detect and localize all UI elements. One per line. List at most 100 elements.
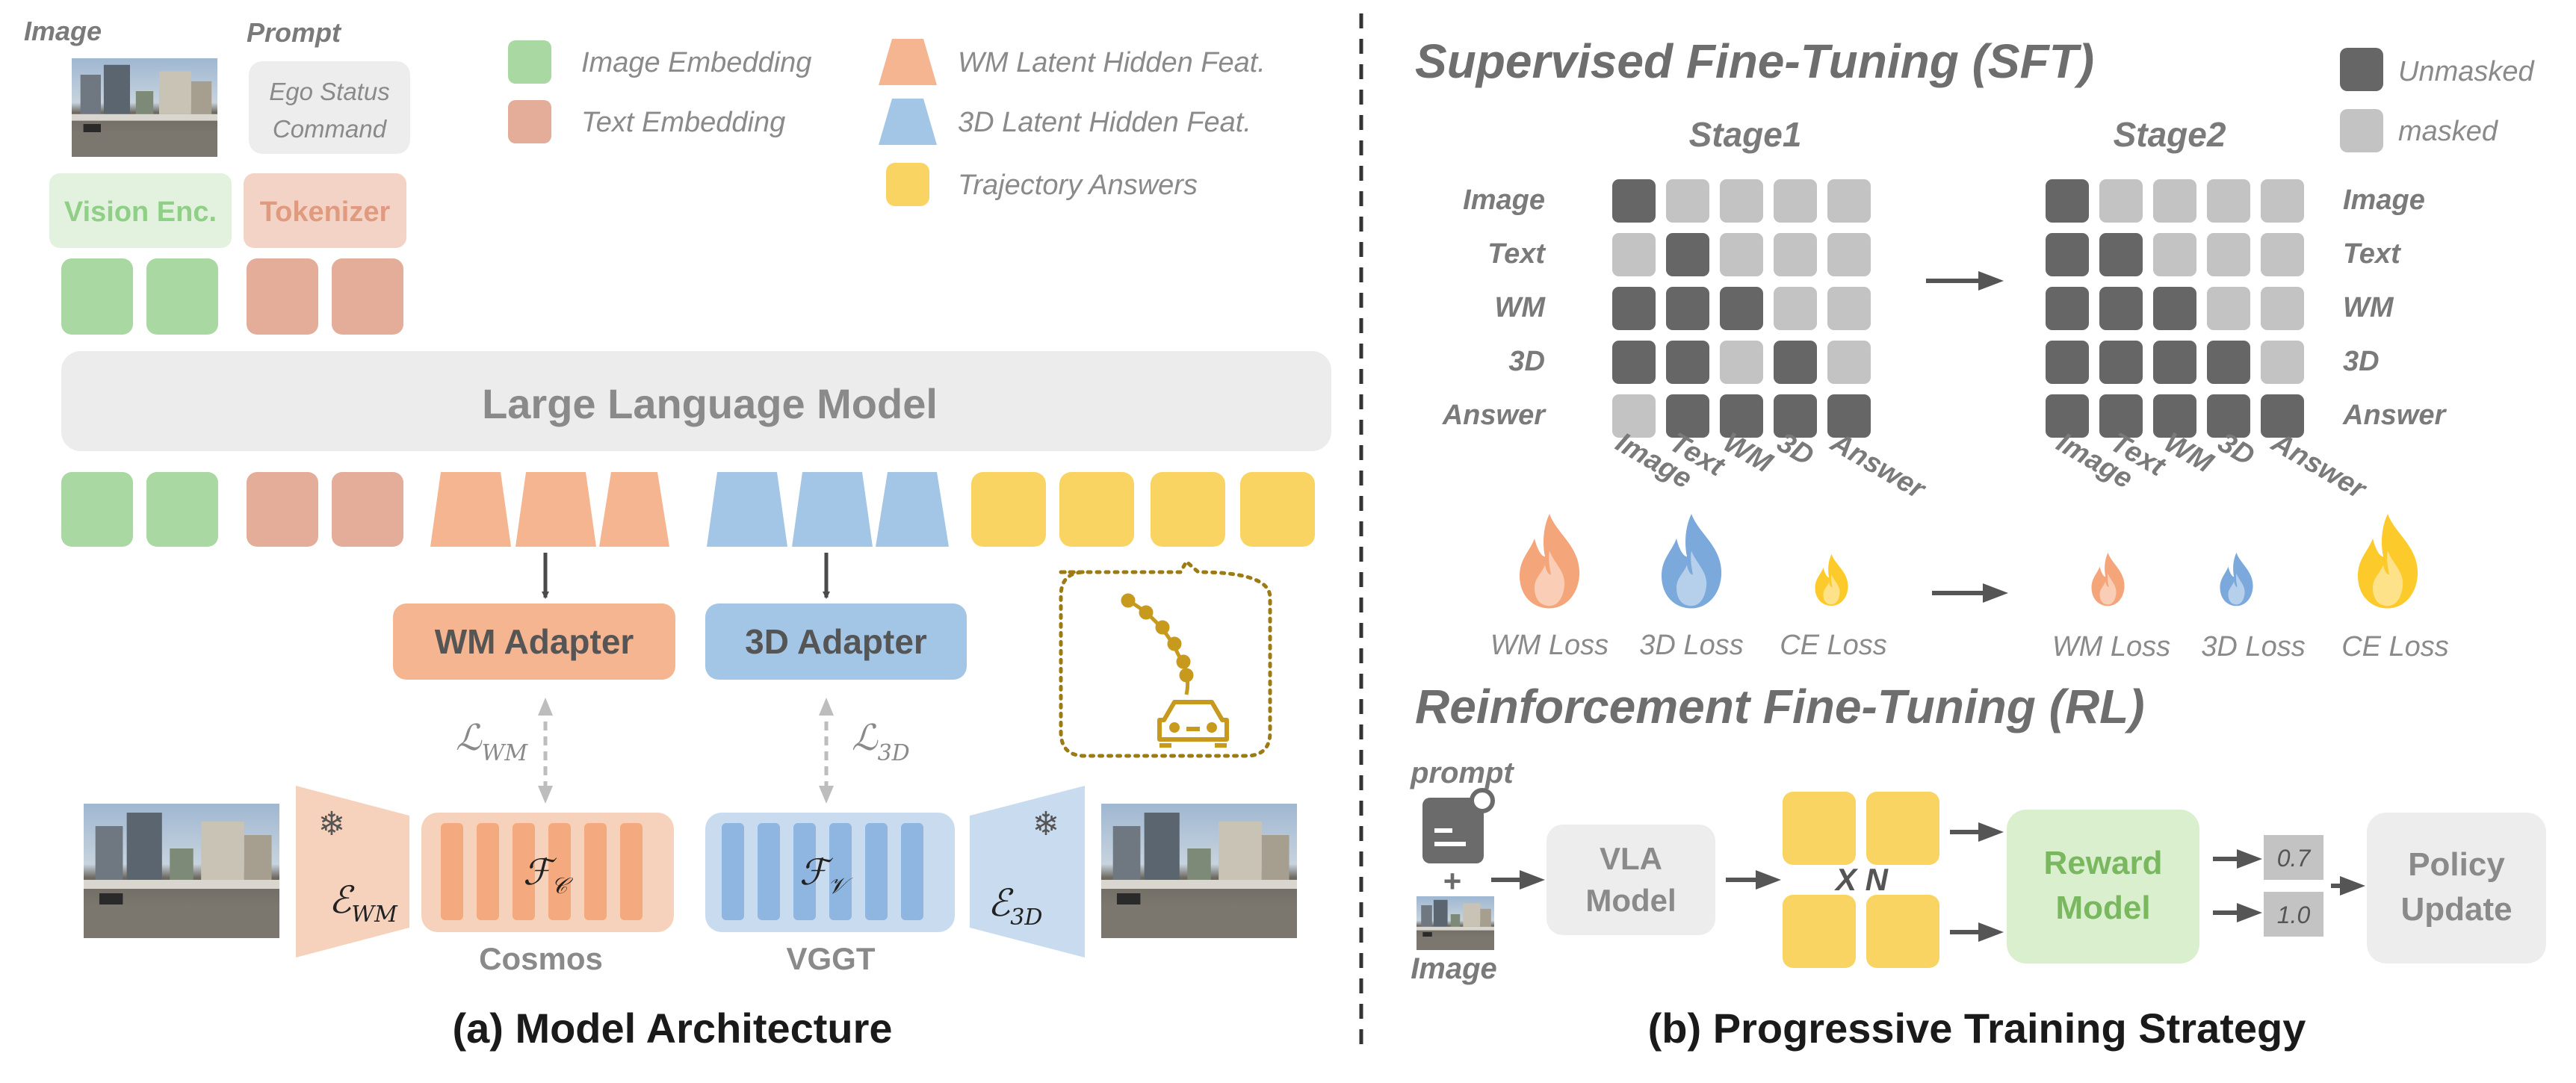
masked-cell <box>1612 233 1656 276</box>
3d-loss-flame-stage1 <box>1662 514 1722 609</box>
masked-cell <box>1720 341 1763 384</box>
wm-loss-label: ℒWM <box>456 717 528 766</box>
unmasked-cell <box>2153 394 2196 438</box>
stage2-row-labels: Image Text WM 3D Answer <box>2342 184 2447 431</box>
policy-update-line1: Policy <box>2408 846 2505 883</box>
wm-latent-token <box>430 472 511 547</box>
legend-text-embedding: Text Embedding <box>581 107 785 138</box>
score-value: 1.0 <box>2277 902 2311 928</box>
car-icon <box>1157 700 1229 748</box>
row-label: WM <box>2343 292 2394 323</box>
vla-model-box <box>1546 825 1715 935</box>
unmasked-cell <box>2261 394 2304 438</box>
masked-cell <box>2261 287 2304 330</box>
unmasked-cell <box>1666 233 1709 276</box>
masked-cell <box>1720 179 1763 223</box>
reward-model-line2: Model <box>2055 890 2150 926</box>
policy-update-line2: Update <box>2400 891 2512 928</box>
masked-cell <box>1720 233 1763 276</box>
trajectory-sample <box>1783 792 1856 865</box>
3d-latent-token <box>792 472 873 547</box>
masked-cell <box>1774 179 1817 223</box>
rl-input-image <box>1417 896 1494 950</box>
text-token <box>247 258 318 335</box>
masked-cell <box>2099 179 2143 223</box>
out-image-token <box>146 472 218 547</box>
score-badge <box>2264 892 2323 937</box>
ce-loss-flame-stage2 <box>2358 514 2418 609</box>
masked-cell <box>1827 233 1871 276</box>
wm-encoder-label: ℰWM <box>329 878 398 928</box>
vision-encoder-label: Vision Enc. <box>64 196 217 228</box>
snowflake-icon: ❄ <box>318 806 346 842</box>
legend-wm-latent: WM Latent Hidden Feat. <box>958 47 1266 78</box>
legend-trajectory: Trajectory Answers <box>958 170 1198 201</box>
prompt-line2: Command <box>273 115 388 143</box>
llm-label: Large Language Model <box>482 380 938 427</box>
policy-update-box <box>2367 813 2546 963</box>
stage2-title: Stage2 <box>2114 115 2226 154</box>
unmasked-cell <box>2046 179 2089 223</box>
legend-swatch-wm-latent <box>879 39 937 85</box>
plus-sign: + <box>1443 863 1462 899</box>
masked-cell <box>2261 233 2304 276</box>
text-token <box>332 258 403 335</box>
masked-cell <box>1666 179 1709 223</box>
stage1-attention-grid <box>1612 179 1871 438</box>
masked-cell <box>1827 179 1871 223</box>
trajectory-sample <box>1866 792 1939 865</box>
row-label: 3D <box>2343 346 2380 377</box>
cosmos-input-image <box>84 804 279 938</box>
trajectory-token <box>1240 472 1315 547</box>
legend-swatch-unmasked <box>2340 48 2383 91</box>
unmasked-cell <box>2099 287 2143 330</box>
unmasked-cell <box>2207 394 2250 438</box>
legend-swatch-image-embedding <box>508 40 551 84</box>
vggt-input-image <box>1101 804 1297 938</box>
legend-3d-latent: 3D Latent Hidden Feat. <box>958 107 1251 138</box>
unmasked-cell <box>2046 233 2089 276</box>
prompt-doc-icon <box>1422 788 1495 863</box>
legend-swatch-trajectory <box>886 163 929 206</box>
unmasked-cell <box>2099 394 2143 438</box>
stage2-loss-labels: WM Loss 3D Loss CE Loss <box>2052 631 2449 662</box>
masked-cell <box>2153 179 2196 223</box>
stage2-attention-grid <box>2046 179 2304 438</box>
unmasked-cell <box>1774 341 1817 384</box>
stage1-col-labels: Image Text WM 3D Answer <box>1611 426 1932 506</box>
unmasked-cell <box>1612 179 1656 223</box>
unmasked-cell <box>1666 341 1709 384</box>
vla-model-line1: VLA <box>1600 841 1662 876</box>
tokenizer-label: Tokenizer <box>260 196 391 228</box>
prompt-label: Prompt <box>247 17 342 48</box>
trajectory-sample <box>1866 895 1939 968</box>
unmasked-cell <box>2046 394 2089 438</box>
trajectory-sample <box>1783 895 1856 968</box>
row-label: WM <box>1494 292 1546 323</box>
wm-latent-token <box>599 472 669 547</box>
unmasked-cell <box>2153 341 2196 384</box>
3d-encoder-label: ℰ3D <box>988 881 1042 931</box>
caption-progressive-training: (b) Progressive Training Strategy <box>1648 1005 2306 1052</box>
masked-cell <box>1612 394 1656 438</box>
legend-swatch-3d-latent <box>879 99 937 145</box>
ce-loss-flame-stage1 <box>1815 554 1848 606</box>
vggt-label: VGGT <box>786 941 875 976</box>
unmasked-cell <box>1666 287 1709 330</box>
row-label: Text <box>2343 238 2401 270</box>
unmasked-cell <box>1774 394 1817 438</box>
image-label: Image <box>24 16 102 46</box>
trajectory-token <box>971 472 1046 547</box>
right-panel: Supervised Fine-Tuning (SFT) Unmasked ma… <box>1410 34 2546 1052</box>
wm-latent-token <box>515 472 596 547</box>
masked-cell <box>2153 233 2196 276</box>
loss-label: WM Loss <box>1490 630 1609 661</box>
3d-adapter-box <box>705 603 967 680</box>
masked-cell <box>1774 287 1817 330</box>
score-value: 0.7 <box>2277 845 2312 872</box>
legend-unmasked: Unmasked <box>2398 56 2535 87</box>
trajectory-token <box>1059 472 1134 547</box>
wm-adapter-label: WM Adapter <box>435 622 634 661</box>
image-token <box>61 258 133 335</box>
